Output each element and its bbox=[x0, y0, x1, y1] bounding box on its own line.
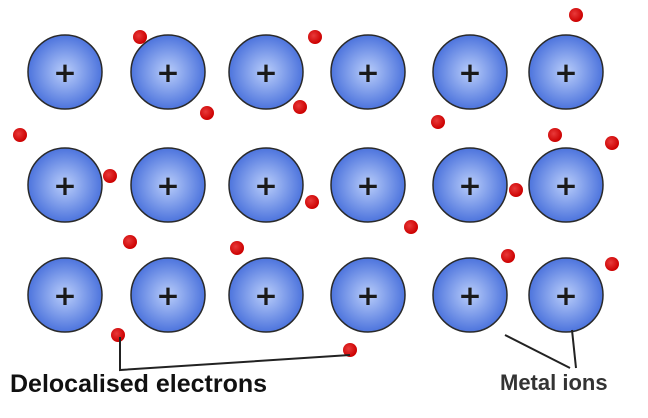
positive-charge-symbol: + bbox=[254, 169, 277, 202]
metal-ion-circle bbox=[330, 34, 406, 110]
electron bbox=[111, 328, 125, 342]
positive-charge-symbol: + bbox=[53, 56, 76, 89]
positive-charge-symbol: + bbox=[156, 169, 179, 202]
positive-charge-symbol: + bbox=[254, 56, 277, 89]
electron bbox=[103, 169, 117, 183]
delocalised-electrons-label: Delocalised electrons bbox=[10, 370, 267, 398]
metal-ion: + bbox=[130, 34, 206, 110]
metal-ion-lattice: + + + + + + + + + + + + + + + + + + bbox=[27, 34, 604, 333]
ions-leader-line-right bbox=[571, 329, 577, 369]
metal-ion-circle bbox=[130, 34, 206, 110]
metal-ion: + bbox=[228, 147, 304, 223]
metal-ion: + bbox=[330, 34, 406, 110]
electron bbox=[509, 183, 523, 197]
metal-ion: + bbox=[27, 257, 103, 333]
electron bbox=[548, 128, 562, 142]
positive-charge-symbol: + bbox=[554, 279, 577, 312]
electrons-leader-line bbox=[119, 337, 351, 372]
metal-ion: + bbox=[228, 257, 304, 333]
metal-ion: + bbox=[432, 34, 508, 110]
metal-ion-circle bbox=[27, 147, 103, 223]
positive-charge-symbol: + bbox=[356, 279, 379, 312]
positive-charge-symbol: + bbox=[254, 279, 277, 312]
metal-ion: + bbox=[330, 147, 406, 223]
positive-charge-symbol: + bbox=[156, 56, 179, 89]
positive-charge-symbol: + bbox=[458, 169, 481, 202]
metal-ion-circle bbox=[330, 257, 406, 333]
metal-ion: + bbox=[528, 34, 604, 110]
electron bbox=[569, 8, 583, 22]
positive-charge-symbol: + bbox=[554, 169, 577, 202]
ions-leader-lines bbox=[504, 329, 577, 369]
metal-ion-circle bbox=[528, 257, 604, 333]
metal-ion-circle bbox=[432, 147, 508, 223]
positive-charge-symbol: + bbox=[356, 169, 379, 202]
metal-ion: + bbox=[228, 34, 304, 110]
electron bbox=[501, 249, 515, 263]
ions-leader-line-left bbox=[504, 334, 571, 369]
metal-ion-circle bbox=[432, 34, 508, 110]
positive-charge-symbol: + bbox=[458, 279, 481, 312]
metal-ion: + bbox=[130, 147, 206, 223]
positive-charge-symbol: + bbox=[554, 56, 577, 89]
positive-charge-symbol: + bbox=[53, 169, 76, 202]
electron bbox=[605, 136, 619, 150]
positive-charge-symbol: + bbox=[356, 56, 379, 89]
metal-ion: + bbox=[27, 34, 103, 110]
delocalised-electron-cloud bbox=[13, 8, 619, 357]
electron bbox=[200, 106, 214, 120]
positive-charge-symbol: + bbox=[156, 279, 179, 312]
metal-ion: + bbox=[528, 257, 604, 333]
metal-ion-circle bbox=[27, 34, 103, 110]
metal-ion: + bbox=[528, 147, 604, 223]
electron bbox=[605, 257, 619, 271]
metal-ion: + bbox=[130, 257, 206, 333]
electron bbox=[431, 115, 445, 129]
electron bbox=[293, 100, 307, 114]
metal-ions-label: Metal ions bbox=[500, 370, 608, 395]
electron bbox=[123, 235, 137, 249]
metal-ion-circle bbox=[130, 257, 206, 333]
metal-ion-circle bbox=[228, 34, 304, 110]
positive-charge-symbol: + bbox=[458, 56, 481, 89]
metal-ion-circle bbox=[330, 147, 406, 223]
metal-ion-circle bbox=[228, 147, 304, 223]
electron bbox=[404, 220, 418, 234]
electron bbox=[343, 343, 357, 357]
electron bbox=[133, 30, 147, 44]
metal-ion-circle bbox=[130, 147, 206, 223]
electron bbox=[13, 128, 27, 142]
metal-ion: + bbox=[330, 257, 406, 333]
electron bbox=[230, 241, 244, 255]
metal-ion-circle bbox=[528, 34, 604, 110]
electron bbox=[305, 195, 319, 209]
metal-ion-circle bbox=[432, 257, 508, 333]
positive-charge-symbol: + bbox=[53, 279, 76, 312]
metal-ion: + bbox=[27, 147, 103, 223]
electrons-leader-lines bbox=[119, 337, 351, 372]
metal-ion-circle bbox=[528, 147, 604, 223]
metal-ion-circle bbox=[228, 257, 304, 333]
metal-ion: + bbox=[432, 147, 508, 223]
metal-ion: + bbox=[432, 257, 508, 333]
electron bbox=[308, 30, 322, 44]
metal-ion-circle bbox=[27, 257, 103, 333]
